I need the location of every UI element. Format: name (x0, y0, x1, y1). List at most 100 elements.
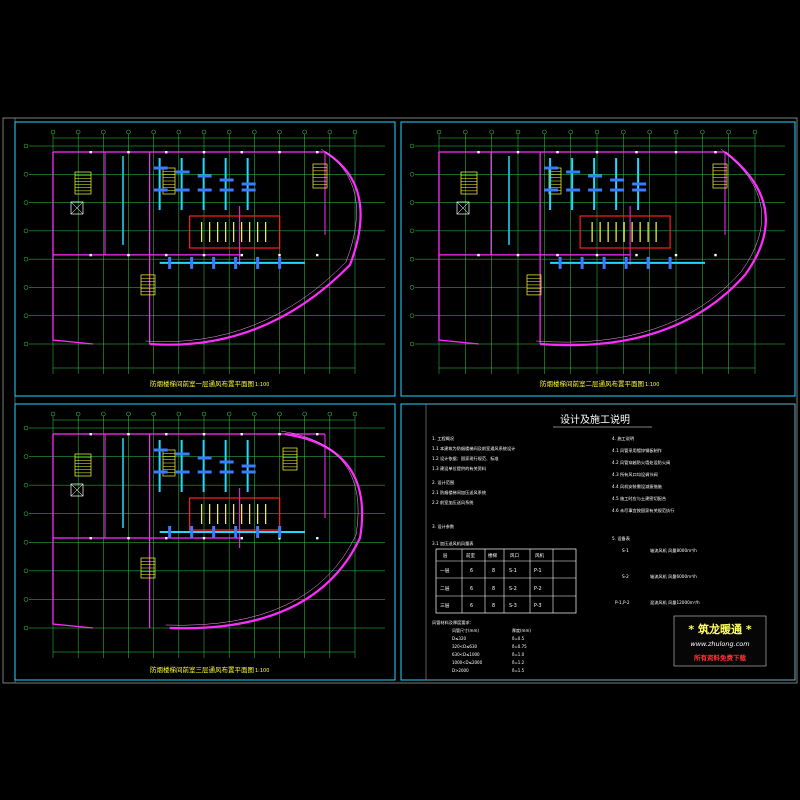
elevator-cross (456, 201, 470, 215)
note-line: 1.2 设计依据：国家现行规范、标准 (432, 455, 499, 462)
axis-bubble (50, 411, 56, 417)
duct-thickness-list: 风管材料及厚度要求： 风管尺寸(mm) 厚度(mm) D≤320 δ=0.5 3… (432, 619, 531, 673)
axis-bubble (23, 540, 29, 545)
axis-bubble (176, 129, 182, 135)
watermark-name: * 筑龙暖通 * (688, 622, 751, 636)
column (635, 151, 638, 154)
wall (52, 152, 94, 345)
curved-facade-wall (540, 151, 767, 347)
wall (438, 152, 480, 345)
axis-bubble (409, 285, 415, 290)
column (89, 151, 92, 154)
elevator-cross (70, 201, 84, 215)
axis-bubble (23, 256, 29, 262)
column (202, 253, 206, 257)
note-line: 2.2 前室加压送风系统 (432, 499, 474, 506)
mechanical-room (579, 215, 671, 249)
design-notes-panel: 设计及施工说明 1. 工程概况 1.1 本建筑为防烟楼梯间及前室通风系统设计 1… (400, 403, 796, 681)
fan-table: 层 前室 楼梯 风口 风机 一层 6 8 S-1 P-1 二层 6 8 S-2 … (435, 548, 577, 614)
column (89, 537, 92, 540)
axis-bubble (700, 129, 705, 135)
duct-size: D>2000 (452, 668, 469, 673)
column (240, 433, 243, 436)
axis-bubble (463, 129, 468, 135)
column (674, 151, 678, 154)
axis-bubble (226, 129, 232, 135)
axis-bubble (277, 411, 282, 417)
table-header: 楼梯 (488, 552, 497, 559)
column (89, 433, 92, 436)
table-cell: 8 (492, 586, 495, 592)
plan-panel-3: 防烟楼梯间前室三层通风布置平面图 1:100 (14, 403, 396, 681)
column (674, 253, 678, 257)
table-cell: 6 (470, 603, 473, 609)
column (165, 151, 168, 154)
duct-thick: 厚度(mm) (512, 627, 531, 633)
note-line: 4.6 未尽事宜按国家有关规范执行 (612, 507, 674, 514)
axis-bubble (252, 129, 257, 135)
column (595, 253, 599, 257)
axis-bubble (201, 411, 207, 417)
stair (460, 171, 478, 195)
axis-bubble (409, 256, 415, 262)
axis-bubble (621, 129, 626, 135)
column (516, 151, 520, 154)
axis-bubble (23, 597, 29, 602)
plan2-caption: 防烟楼梯间前室二层通风布置平面图 (540, 379, 644, 388)
note-line: 4. 施工说明 (612, 435, 634, 442)
axis-bubble (23, 285, 29, 290)
axis-bubble (327, 129, 333, 135)
watermark-url: www.zhulong.com (690, 640, 749, 648)
table-header: 层 (443, 553, 448, 559)
table-header: 前室 (466, 552, 475, 559)
axis-bubble (23, 228, 29, 234)
equip-id: S-2 (622, 574, 629, 579)
column (556, 151, 559, 154)
note-line: 4.2 风管穿越防火墙处设防火阀 (612, 459, 670, 466)
note-line: 4.5 施工时应与土建密切配合 (612, 495, 667, 502)
table-cell: 一层 (440, 568, 450, 574)
wall (52, 434, 94, 629)
column (202, 537, 206, 540)
zhulong-watermark: * 筑龙暖通 * www.zhulong.com 所有资料免费下载 (673, 615, 767, 667)
table-cell: 6 (470, 568, 473, 574)
axis-bubble (151, 411, 156, 417)
note-line: 1.1 本建筑为防烟楼梯间及前室通风系统设计 (432, 445, 515, 452)
table-cell: 6 (470, 586, 473, 592)
elevator (70, 483, 84, 497)
plan-panel-2: 防烟楼梯间前室二层通风布置平面图 1:100 (400, 121, 796, 397)
axis-bubble (302, 129, 307, 135)
note-line: 4.3 所有风口均设调节阀 (612, 471, 658, 478)
duct-header: 风管材料及厚度要求： (432, 619, 474, 626)
column (89, 253, 92, 257)
axis-bubble (409, 341, 415, 347)
duct-size: 320<D≤630 (452, 644, 478, 649)
axis-bubble (489, 129, 494, 135)
plan1-scale: 1:100 (255, 382, 269, 388)
axis-bubble (23, 143, 29, 149)
table-cell: P-2 (534, 586, 542, 592)
column (556, 253, 559, 257)
plan-panel-1: 防烟楼梯间前室一层通风布置平面图 1:100 (14, 121, 396, 397)
column (316, 537, 319, 540)
axis-bubble (101, 411, 106, 417)
stair (282, 447, 298, 471)
column (316, 253, 319, 257)
axis-bubble (23, 341, 29, 347)
table-header: 风机 (535, 552, 544, 559)
column (516, 253, 520, 257)
axis-bubble (23, 425, 29, 431)
table-cell: 8 (492, 603, 495, 609)
table-cell: P-1 (534, 568, 542, 574)
axis-bubble (23, 511, 29, 516)
axis-bubble (50, 129, 56, 135)
duct-thick: δ=1.0 (512, 652, 525, 657)
column (127, 537, 130, 540)
equip-id: P-1,P-2 (615, 600, 630, 605)
axis-bubble (277, 129, 282, 135)
stair (74, 171, 92, 195)
column (278, 151, 281, 154)
equip-header: 5. 设备表 (612, 535, 631, 542)
table-cell: 8 (492, 568, 495, 574)
column (316, 433, 319, 436)
